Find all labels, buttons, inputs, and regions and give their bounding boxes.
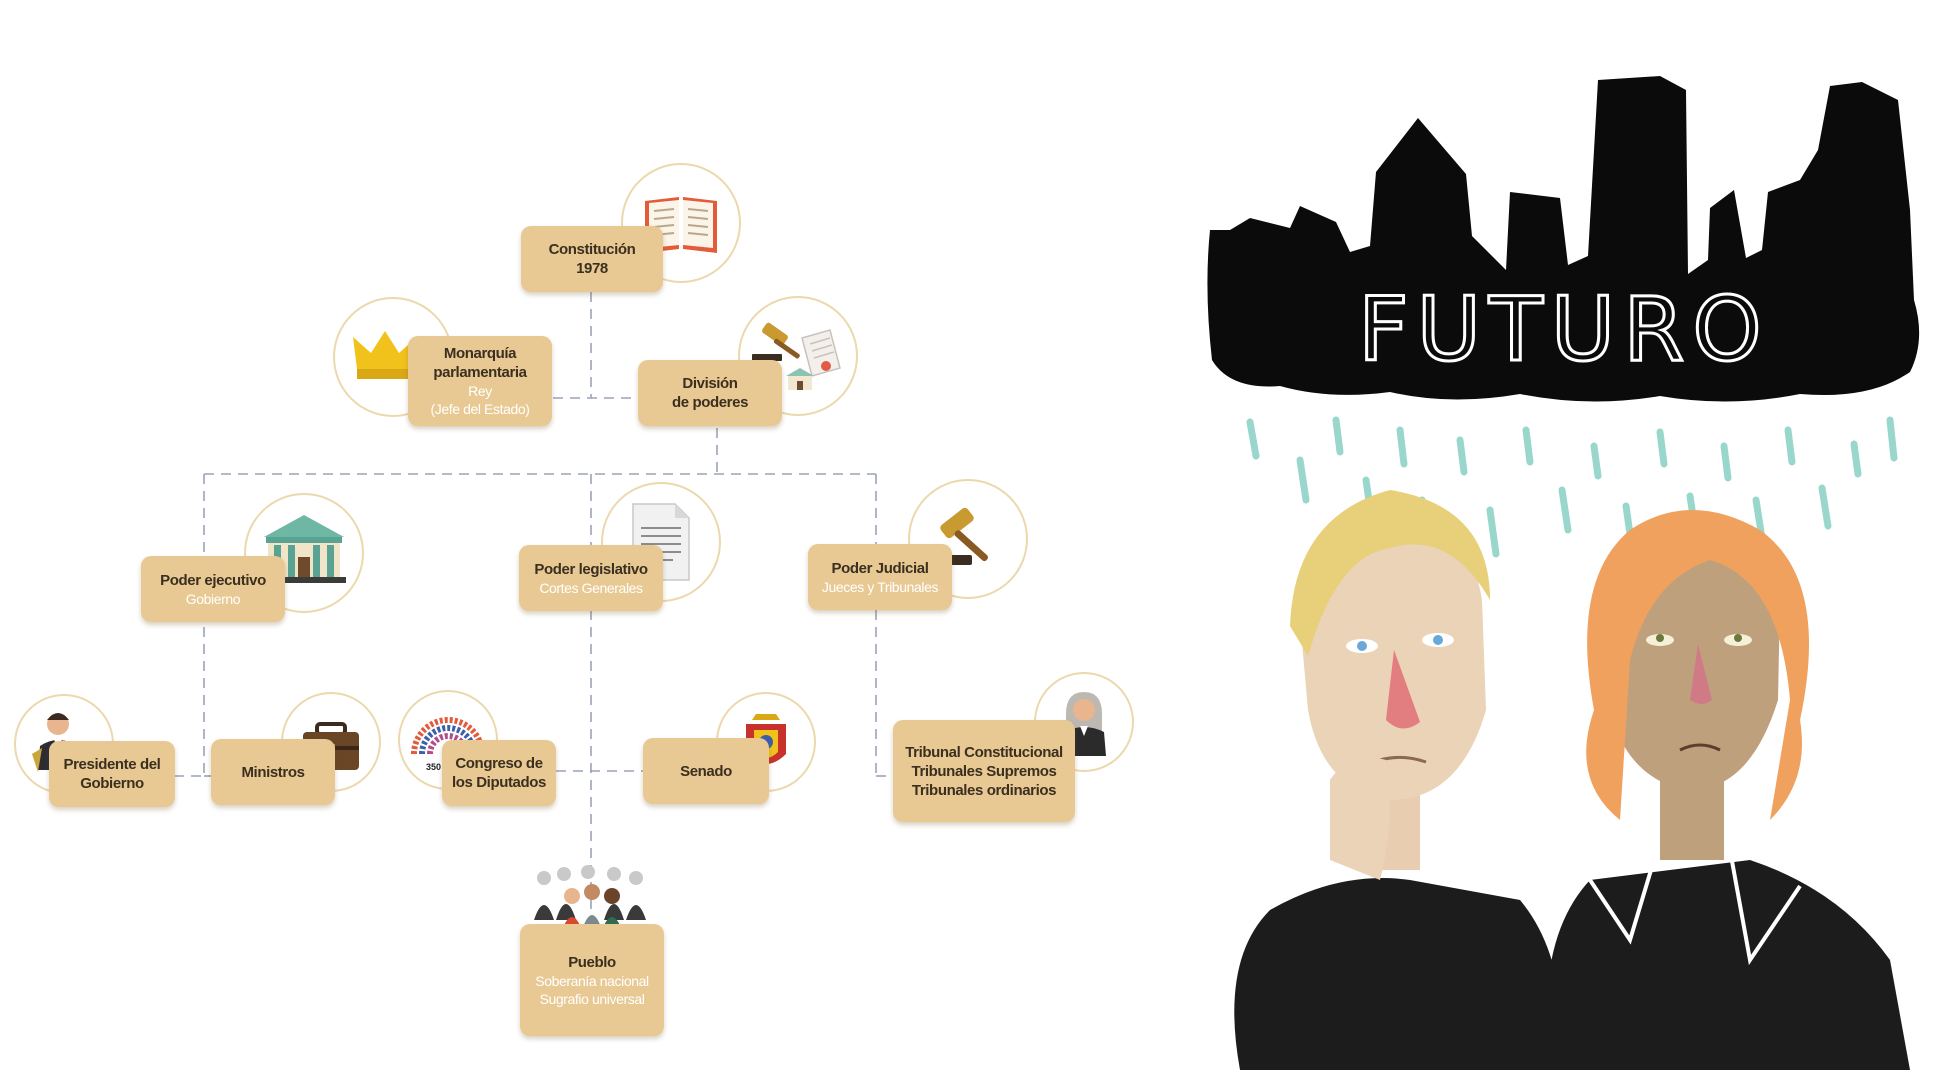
legislativo-sub: Cortes Generales <box>539 579 643 596</box>
judicial-label: Poder Judicial <box>831 559 929 577</box>
congreso-seat-count: 350 <box>426 762 441 772</box>
ejecutivo-sub: Gobierno <box>185 590 241 607</box>
constitucion-year: 1978 <box>576 260 608 277</box>
senado-label: Senado <box>680 762 732 780</box>
ministros-box: Ministros <box>211 739 335 805</box>
congreso-label-1: Congreso de <box>455 755 543 772</box>
futuro-word: FUTURO <box>1358 278 1770 381</box>
pueblo-label: Pueblo <box>568 953 616 971</box>
ejecutivo-label: Poder ejecutivo <box>160 571 266 589</box>
monarquia-sub-2: (Jefe del Estado) <box>430 401 530 417</box>
gavel-document-icon <box>738 296 858 416</box>
tribunales-label-2: Tribunales Supremos <box>911 762 1057 780</box>
pueblo-box: Pueblo Soberanía nacional Sugrafio unive… <box>520 924 664 1036</box>
ejecutivo-box: Poder ejecutivo Gobierno <box>141 556 285 622</box>
futuro-illustration: FUTURO <box>1207 76 1920 1070</box>
woman-figure <box>1546 510 1910 1070</box>
tribunales-label-3: Tribunales ordinarios <box>911 781 1057 799</box>
tribunales-box: Tribunal Constitucional Tribunales Supre… <box>893 720 1075 822</box>
congreso-box: Congreso de los Diputados <box>442 740 556 806</box>
constitucion-box: Constitución 1978 <box>521 226 663 292</box>
constitucion-label: Constitución <box>548 241 636 258</box>
city-skyline <box>1207 76 1920 402</box>
pueblo-sub-1: Soberanía nacional <box>535 972 649 989</box>
senado-box: Senado <box>643 738 769 804</box>
tribunales-label-1: Tribunal Constitucional <box>905 743 1063 761</box>
monarquia-label-2: parlamentaria <box>433 364 527 381</box>
monarquia-box: Monarquía parlamentaria Rey (Jefe del Es… <box>408 336 552 426</box>
monarquia-label-1: Monarquía <box>443 345 517 362</box>
judicial-box: Poder Judicial Jueces y Tribunales <box>808 544 952 610</box>
presidente-label-2: Gobierno <box>80 775 144 792</box>
presidente-box: Presidente del Gobierno <box>49 741 175 807</box>
open-book-icon <box>621 163 741 283</box>
division-label-1: División <box>682 375 738 392</box>
monarquia-sub-1: Rey <box>468 383 492 399</box>
ministros-label: Ministros <box>241 763 305 781</box>
congreso-label-2: los Diputados <box>452 774 546 791</box>
legislativo-label: Poder legislativo <box>534 560 648 578</box>
legislativo-box: Poder legislativo Cortes Generales <box>519 545 663 611</box>
government-building-icon <box>244 493 364 613</box>
presidente-label-1: Presidente del <box>63 756 161 773</box>
pueblo-sub-2: Sugrafio universal <box>539 990 645 1007</box>
man-figure <box>1234 490 1562 1070</box>
crowd-icon <box>530 860 654 934</box>
division-label-2: de poderes <box>671 394 749 411</box>
division-box: División de poderes <box>638 360 782 426</box>
judicial-sub: Jueces y Tribunales <box>821 578 939 595</box>
